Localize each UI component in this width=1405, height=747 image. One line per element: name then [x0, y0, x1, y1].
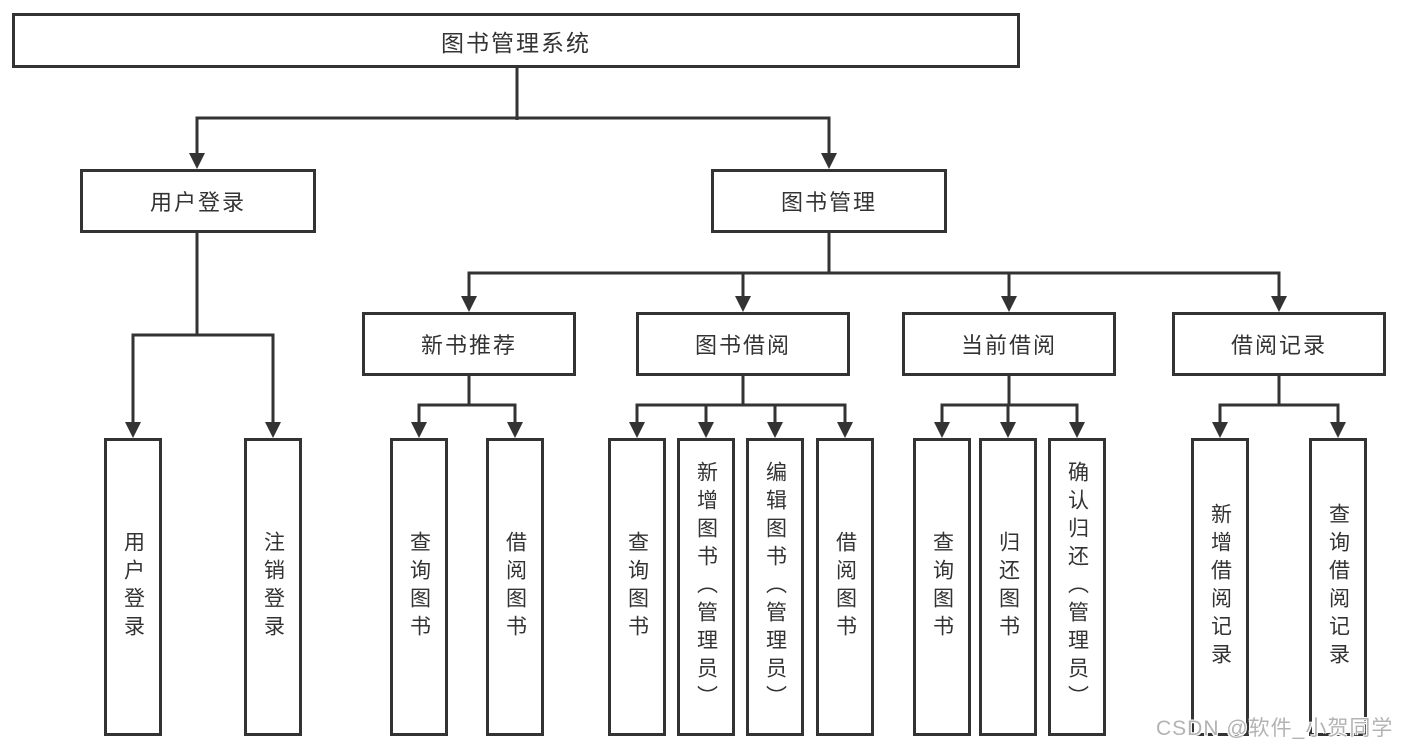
node-leaf-add-books-admin: 新增图书（管理员） [677, 438, 735, 736]
node-leaf-confirm-return-admin: 确认归还（管理员） [1048, 438, 1106, 736]
node-leaf-borrow-books-1: 借阅图书 [486, 438, 544, 736]
node-leaf-user-login: 用户登录 [104, 438, 162, 736]
node-label: 用户登录 [121, 531, 145, 643]
node-label: 图书管理 [780, 190, 877, 215]
node-leaf-query-borrow-record: 查询借阅记录 [1309, 438, 1367, 736]
node-label: 图书借阅 [694, 333, 791, 358]
node-label: 注销登录 [261, 531, 285, 643]
node-label: 确认归还（管理员） [1065, 461, 1089, 713]
node-label: 归还图书 [996, 531, 1020, 643]
node-user-login: 用户登录 [80, 169, 316, 233]
connector-path [131, 68, 1340, 425]
node-label: 新书推荐 [420, 333, 517, 358]
node-label: 借阅图书 [833, 531, 857, 643]
node-leaf-logout: 注销登录 [244, 438, 302, 736]
node-label: 新增图书（管理员） [694, 461, 718, 713]
node-label: 新增借阅记录 [1208, 503, 1232, 671]
csdn-watermark: CSDN @软件_小贺同学 [1156, 717, 1394, 740]
node-label: 借阅图书 [503, 531, 527, 643]
node-leaf-edit-books-admin: 编辑图书（管理员） [746, 438, 804, 736]
node-leaf-query-books-1: 查询图书 [390, 438, 448, 736]
node-label: 查询借阅记录 [1326, 503, 1350, 671]
node-label: 当前借阅 [960, 333, 1057, 358]
node-book-borrowing: 图书借阅 [636, 312, 850, 376]
node-leaf-query-books-2: 查询图书 [608, 438, 666, 736]
node-new-book-recommendation: 新书推荐 [362, 312, 576, 376]
node-leaf-add-borrow-record: 新增借阅记录 [1191, 438, 1249, 736]
node-leaf-borrow-books-2: 借阅图书 [816, 438, 874, 736]
node-label: 用户登录 [149, 190, 246, 215]
node-leaf-query-books-3: 查询图书 [913, 438, 971, 736]
node-label: 图书管理系统 [441, 29, 591, 56]
node-leaf-return-books: 归还图书 [979, 438, 1037, 736]
node-label: 查询图书 [930, 531, 954, 643]
node-label: 查询图书 [407, 531, 431, 643]
node-label: 查询图书 [625, 531, 649, 643]
node-label: 编辑图书（管理员） [763, 461, 787, 713]
node-book-management: 图书管理 [711, 169, 947, 233]
node-current-borrowing: 当前借阅 [902, 312, 1116, 376]
node-borrowing-records: 借阅记录 [1172, 312, 1386, 376]
node-root-system: 图书管理系统 [12, 13, 1020, 68]
node-label: 借阅记录 [1230, 333, 1327, 358]
